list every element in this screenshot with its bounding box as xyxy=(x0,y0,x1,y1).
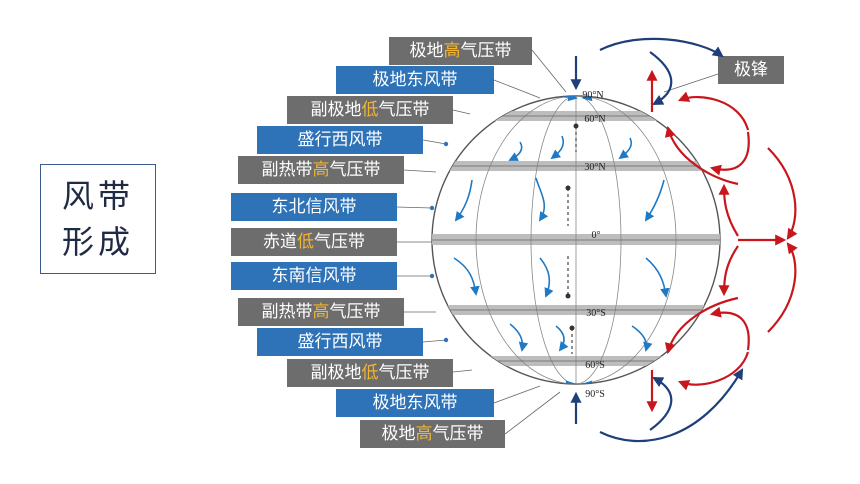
label-polar-high-south: 极地高气压带 xyxy=(360,420,505,448)
wind-arrow xyxy=(454,179,473,222)
label-equatorial-low: 赤道低气压带 xyxy=(231,228,397,256)
title-line-2: 形成 xyxy=(61,223,134,261)
warm-air-arrow xyxy=(709,131,750,176)
cold-air-arrow xyxy=(649,376,673,431)
label-polar-high-north: 极地高气压带 xyxy=(389,37,532,65)
warm-air-arrow xyxy=(677,91,750,131)
label-subpolar-low-south: 副极地低气压带 xyxy=(287,359,453,387)
wind-arrow xyxy=(535,177,549,222)
lat-label: 0° xyxy=(592,230,601,241)
warm-air-arrow xyxy=(718,245,739,297)
vertical-motion-lines xyxy=(567,126,577,354)
connector-lines xyxy=(396,49,719,435)
wind-arrow xyxy=(645,257,670,298)
label-subpolar-low-north: 副极地低气压带 xyxy=(287,96,453,124)
warm-air-arrow xyxy=(664,296,739,355)
warm-air-arrow xyxy=(767,242,798,333)
label-polar-easterlies-north: 极地东风带 xyxy=(336,66,494,94)
title-box: 风带 形成 xyxy=(40,164,156,274)
cold-air-arrow xyxy=(599,368,744,443)
label-polar-front: 极锋 xyxy=(718,56,784,84)
label-se-trades: 东南信风带 xyxy=(231,262,397,290)
label-subtropical-high-north: 副热带高气压带 xyxy=(238,156,404,184)
belt-equatorial-low xyxy=(432,234,720,245)
warm-air-arrow xyxy=(709,306,750,351)
wind-arrow xyxy=(550,135,565,160)
label-ne-trades: 东北信风带 xyxy=(231,193,397,221)
wind-arrow xyxy=(453,257,480,296)
wind-arrow xyxy=(631,325,653,352)
wind-arrow xyxy=(509,323,529,352)
warm-air-arrow xyxy=(664,125,739,186)
lat-label: 90°N xyxy=(582,90,603,101)
wind-arrow xyxy=(555,325,569,352)
label-westerlies-north: 盛行西风带 xyxy=(257,126,423,154)
warm-air-arrow xyxy=(718,183,739,237)
lat-label: 30°N xyxy=(584,162,605,173)
lat-label: 90°S xyxy=(585,389,605,400)
wind-arrow xyxy=(644,179,665,222)
wind-arrow xyxy=(539,257,554,298)
label-westerlies-south: 盛行西风带 xyxy=(257,328,423,356)
cold-air-arrow xyxy=(649,51,673,106)
warm-air-arrow xyxy=(677,351,750,391)
circulation-arrows xyxy=(599,37,798,443)
cold-air-arrow xyxy=(599,37,724,58)
label-polar-easterlies-south: 极地东风带 xyxy=(336,389,494,417)
label-subtropical-high-south: 副热带高气压带 xyxy=(238,298,404,326)
lat-label: 60°N xyxy=(584,114,605,125)
wind-arrow xyxy=(508,141,523,161)
warm-air-arrow xyxy=(767,147,798,240)
lat-label: 30°S xyxy=(586,308,606,319)
lat-label: 60°S xyxy=(585,360,605,371)
wind-arrow xyxy=(618,137,633,160)
title-line-1: 风带 xyxy=(61,177,134,215)
